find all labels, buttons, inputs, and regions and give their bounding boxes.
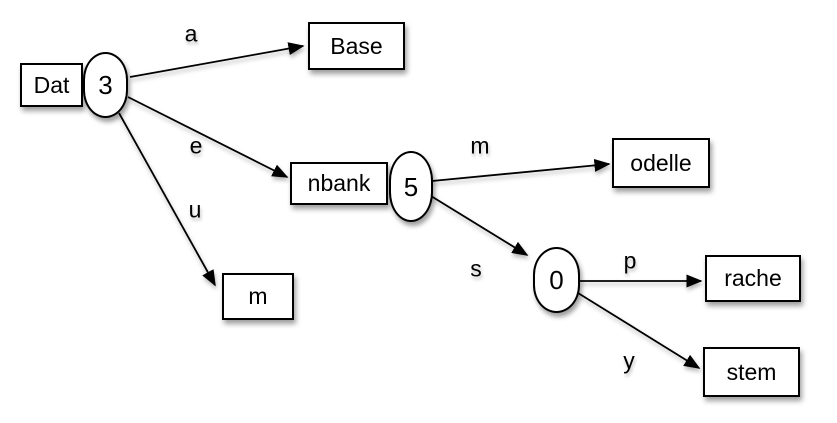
edge-zero-stem <box>577 292 701 369</box>
node-root-count: 3 <box>83 52 128 118</box>
node-rache: rache <box>705 255 801 302</box>
node-zero-count: 0 <box>533 247 580 313</box>
edge-root-nbank <box>127 96 289 178</box>
node-m: m <box>222 273 294 320</box>
edge-root-base <box>129 42 305 78</box>
node-nbank-box: nbank <box>290 162 388 205</box>
edge-label-u: u <box>188 196 202 223</box>
edge-nbank-odelle <box>431 158 611 182</box>
node-base: Base <box>308 22 405 70</box>
edge-label-e: e <box>189 132 203 159</box>
node-odelle: odelle <box>612 138 710 188</box>
edge-label-a: a <box>184 20 198 47</box>
node-stem: stem <box>703 347 800 397</box>
edge-root-m <box>118 112 216 287</box>
edge-label-p: p <box>623 247 637 274</box>
node-nbank-count: 5 <box>389 151 433 222</box>
edge-label-y: y <box>623 347 635 374</box>
node-root-box: Dat <box>20 63 83 107</box>
edge-nbank-zero <box>430 195 529 256</box>
edge-label-s: s <box>470 255 482 282</box>
edge-label-m: m <box>470 132 490 159</box>
